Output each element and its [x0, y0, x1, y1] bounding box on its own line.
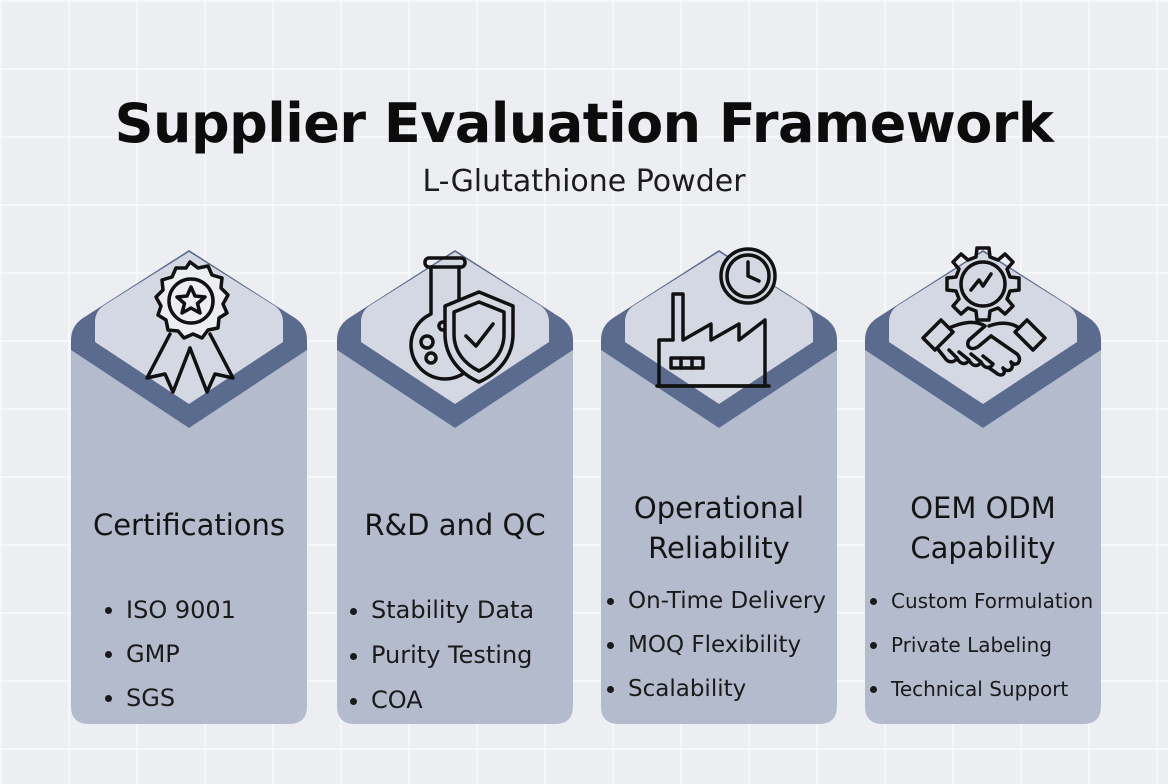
bullet-list: Custom Formulation Private Labeling Tech…	[867, 579, 1093, 711]
list-item: Custom Formulation	[867, 579, 1093, 623]
bullet-list: On-Time Delivery MOQ Flexibility Scalabi…	[604, 579, 826, 711]
card-operational-reliability: Operational Reliability On-Time Delivery…	[601, 247, 837, 724]
bullet-list: ISO 9001 GMP SGS	[102, 588, 236, 720]
page-title: Supplier Evaluation Framework	[114, 92, 1054, 155]
list-item: ISO 9001	[102, 588, 236, 632]
card-title: Operational Reliability	[633, 491, 805, 565]
factory-clock-icon	[655, 247, 777, 388]
card-background	[865, 250, 1101, 724]
list-item: COA	[347, 678, 534, 723]
award-ribbon-star-icon	[145, 260, 235, 394]
bullet-list: Stability Data Purity Testing COA	[347, 588, 534, 723]
list-item: Stability Data	[347, 588, 534, 633]
card-background	[71, 250, 307, 724]
card-oem-odm-capability: OEM ODM Capability Custom Formulation Pr…	[865, 246, 1101, 724]
list-item: GMP	[102, 632, 236, 676]
list-item: Purity Testing	[347, 633, 534, 678]
list-item: Scalability	[604, 667, 826, 711]
page-subtitle: L-Glutathione Powder	[422, 164, 746, 199]
card-title: OEM ODM Capability	[910, 491, 1056, 565]
card-certifications: Certifications ISO 9001 GMP SGS	[71, 250, 307, 724]
list-item: Private Labeling	[867, 623, 1093, 667]
gear-handshake-icon	[921, 246, 1047, 377]
card-title: R&D and QC	[364, 508, 546, 542]
flask-shield-check-icon	[409, 256, 515, 384]
card-title: Certifications	[92, 508, 286, 542]
list-item: SGS	[102, 676, 236, 720]
card-rd-qc: R&D and QC Stability Data Purity Testing…	[337, 250, 573, 724]
list-item: On-Time Delivery	[604, 579, 826, 623]
list-item: Technical Support	[867, 667, 1093, 711]
list-item: MOQ Flexibility	[604, 623, 826, 667]
